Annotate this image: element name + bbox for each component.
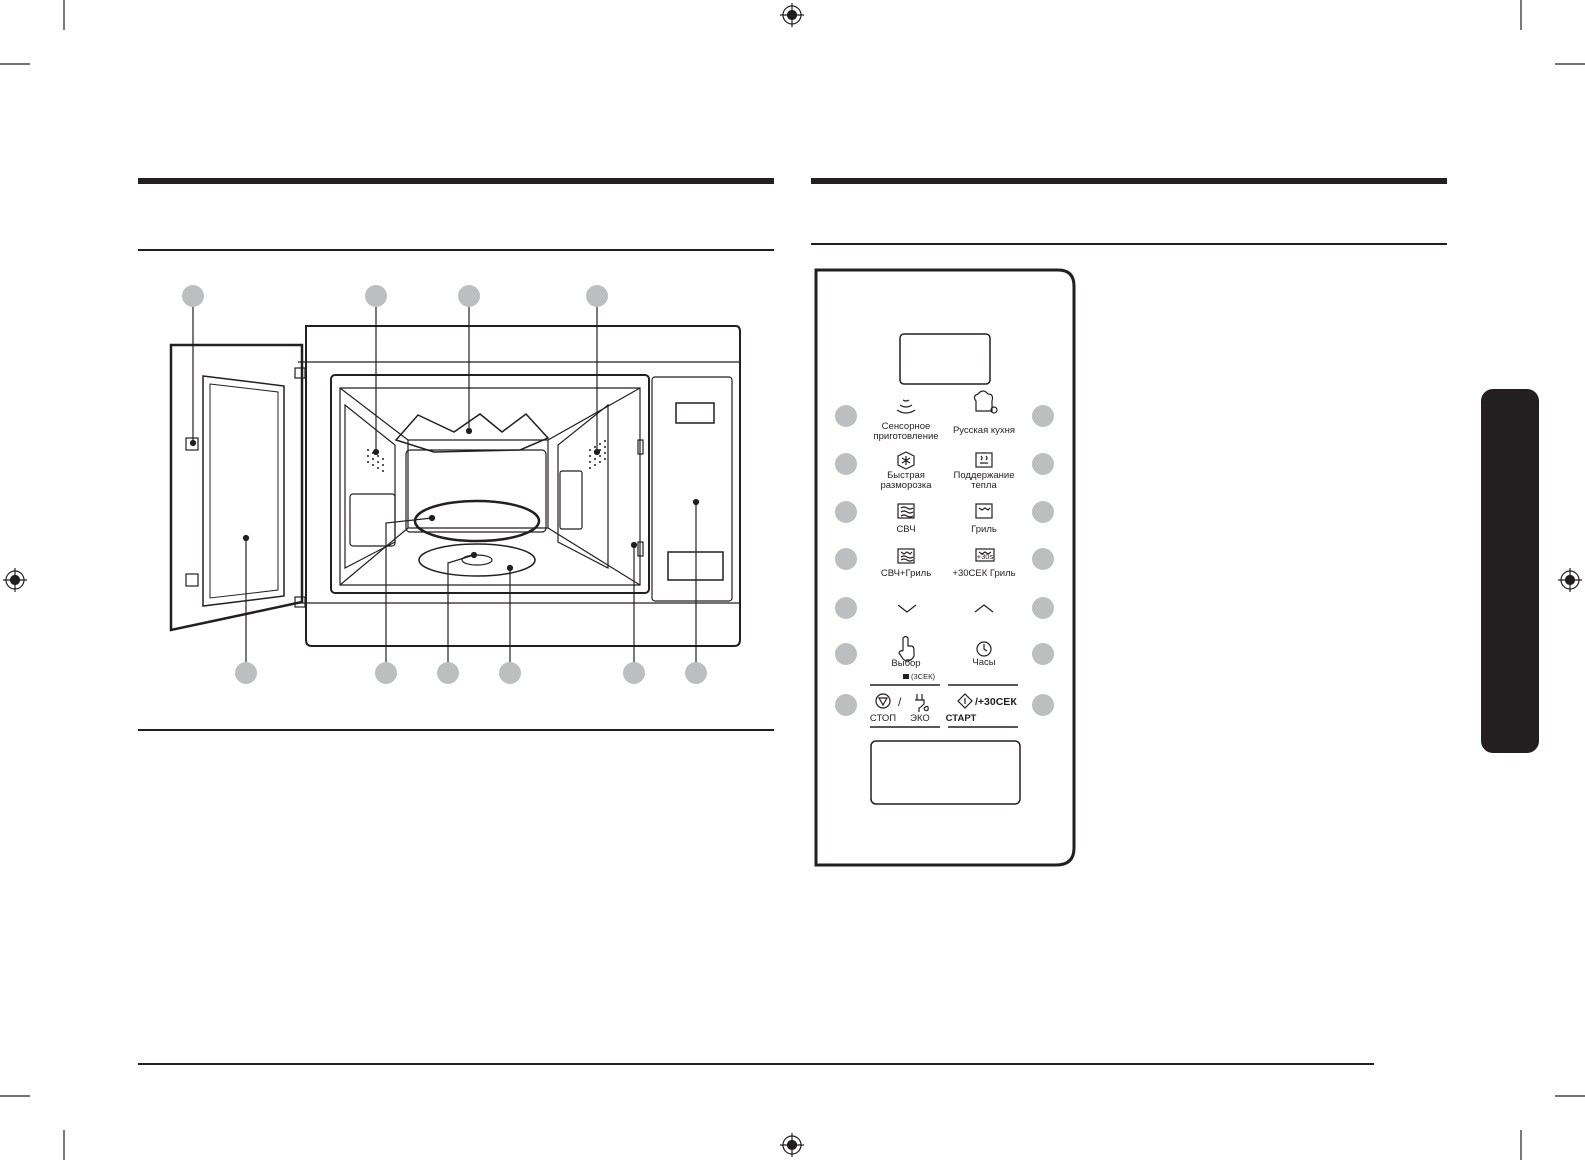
callout-bubble [1032,597,1054,619]
label-microwave: СВЧ [896,524,915,535]
callout-bubble [835,453,857,475]
callout-bubble [1032,501,1054,523]
left-subheading-rule [138,249,774,251]
registration-mark-left [3,568,27,592]
label-select-lock: (3СЕК) [911,672,935,681]
down-arrow-icon [897,604,917,613]
label-keep-warm: Поддержание [953,470,1014,481]
oven-body [305,325,741,647]
chef-hat-icon [973,390,998,414]
callout-bubble [623,662,645,684]
turntable [413,499,541,543]
callout-bubble [235,662,257,684]
label-select: Выбор [891,658,920,669]
label-plus30-icon: +30s [977,552,994,561]
left-heading-rule [138,178,774,184]
clock-icon [976,641,992,657]
left-section-end-rule [138,729,774,731]
callout-bubble [375,662,397,684]
up-arrow-icon [974,604,994,613]
callout-bubble [499,662,521,684]
defrost-icon [897,451,915,470]
label-stop: СТОП [870,713,896,724]
callout-bubble [458,285,480,307]
callout-bubble [1032,643,1054,665]
label-quick-defrost: Быстрая [887,470,925,481]
right-subheading-rule [811,243,1447,245]
callout-bubble [1032,405,1054,427]
callout-bubble [835,548,857,570]
callout-bubble [182,285,204,307]
start-icon [957,693,973,709]
control-panel-illustration: Сенсорное приготовление Русская кухня Бы… [814,268,1076,867]
registration-mark-bottom [780,1133,804,1157]
callout-bubble [835,405,857,427]
callout-bubble [437,662,459,684]
oven-door [169,343,304,632]
label-clock: Часы [972,657,995,668]
section-side-tab [1481,389,1539,753]
callout-bubble [586,285,608,307]
stop-icon [875,693,891,709]
label-grill: Гриль [971,524,997,535]
label-start-plus30: /+30СЕК [975,696,1017,708]
registration-mark-top [780,3,804,27]
label-sensor-cook-2: приготовление [873,431,938,442]
registration-mark-right [1558,568,1582,592]
display-window [899,333,991,385]
bottom-window [870,740,1021,805]
plus30-grill-icon [975,548,995,562]
combi-mode-icon [897,548,915,564]
label-stop-eco-slash: / [898,695,902,709]
roller-ring [418,543,536,577]
callout-bubble [835,694,857,716]
label-sensor-cook: Сенсорное [882,421,931,432]
label-combi: СВЧ+Гриль [881,568,931,579]
callout-bubble [835,643,857,665]
label-start: СТАРТ [946,713,977,724]
oven-illustration [169,285,741,684]
panel-outline [814,268,1076,867]
label-russian-cuisine: Русская кухня [953,425,1015,436]
label-eco: ЭКО [910,713,930,724]
grill-mode-icon [975,503,993,519]
label-plus30-grill: +30СЕК Гриль [952,568,1015,579]
touch-select-icon [898,635,915,662]
sensor-cook-icon [896,399,916,414]
callout-bubble [835,501,857,523]
footer-rule [138,1063,1374,1065]
callout-bubble [685,662,707,684]
callout-bubble [835,597,857,619]
callout-bubble [1032,453,1054,475]
callout-bubble [365,285,387,307]
keep-warm-icon [975,452,993,468]
label-keep-warm-2: тепла [971,480,997,491]
eco-plug-icon [915,694,929,712]
callout-bubble [1032,694,1054,716]
label-quick-defrost-2: разморозка [880,480,932,491]
lock-icon [903,674,909,679]
microwave-mode-icon [897,503,915,519]
grill-heater [394,412,550,453]
right-heading-rule [811,178,1447,184]
callout-bubble [1032,548,1054,570]
